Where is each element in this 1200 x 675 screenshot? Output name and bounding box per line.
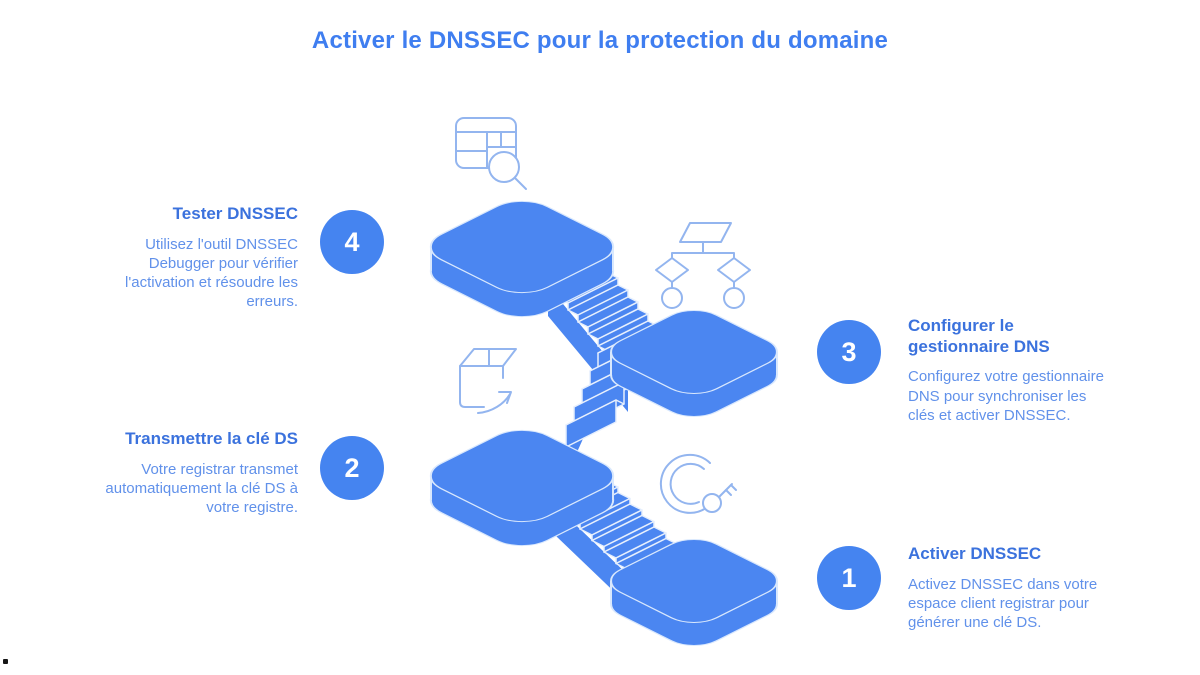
sync-key-icon	[659, 453, 737, 514]
platform-2	[429, 429, 615, 547]
step-1-body: Activez DNSSEC dans votre espace client …	[908, 575, 1098, 632]
step-2-body: Votre registrar transmet automatiquement…	[105, 460, 298, 517]
platform-3	[610, 310, 778, 417]
step-2-badge: 2	[320, 436, 384, 500]
step-3-body: Configurez votre gestionnaire DNS pour s…	[908, 368, 1104, 424]
page-title: Activer le DNSSEC pour la protection du …	[311, 27, 889, 54]
step-3-block: Configurer le gestionnaire DNS Configure…	[908, 316, 1148, 425]
step-4-badge: 4	[320, 210, 384, 274]
flowchart-icon	[655, 222, 751, 309]
box-send-icon	[459, 348, 517, 414]
step-4-heading: Tester DNSSEC	[172, 204, 298, 223]
step-2-block: Transmettre la clé DS Votre registrar tr…	[70, 429, 298, 517]
step-3-badge: 3	[817, 320, 881, 384]
step-4-body: Utilisez l'outil DNSSEC Debugger pour vé…	[125, 235, 298, 311]
stray-period	[3, 659, 8, 664]
step-1-badge: 1	[817, 546, 881, 610]
platform-4	[429, 200, 615, 318]
table-search-icon	[455, 117, 527, 190]
platform-1	[610, 539, 778, 646]
step-3-heading: Configurer le gestionnaire DNS	[908, 316, 1050, 356]
step-4-block: Tester DNSSEC Utilisez l'outil DNSSEC De…	[70, 204, 298, 311]
step-2-heading: Transmettre la clé DS	[125, 429, 298, 448]
step-1-heading: Activer DNSSEC	[908, 544, 1042, 563]
step-1-block: Activer DNSSEC Activez DNSSEC dans votre…	[908, 544, 1148, 632]
